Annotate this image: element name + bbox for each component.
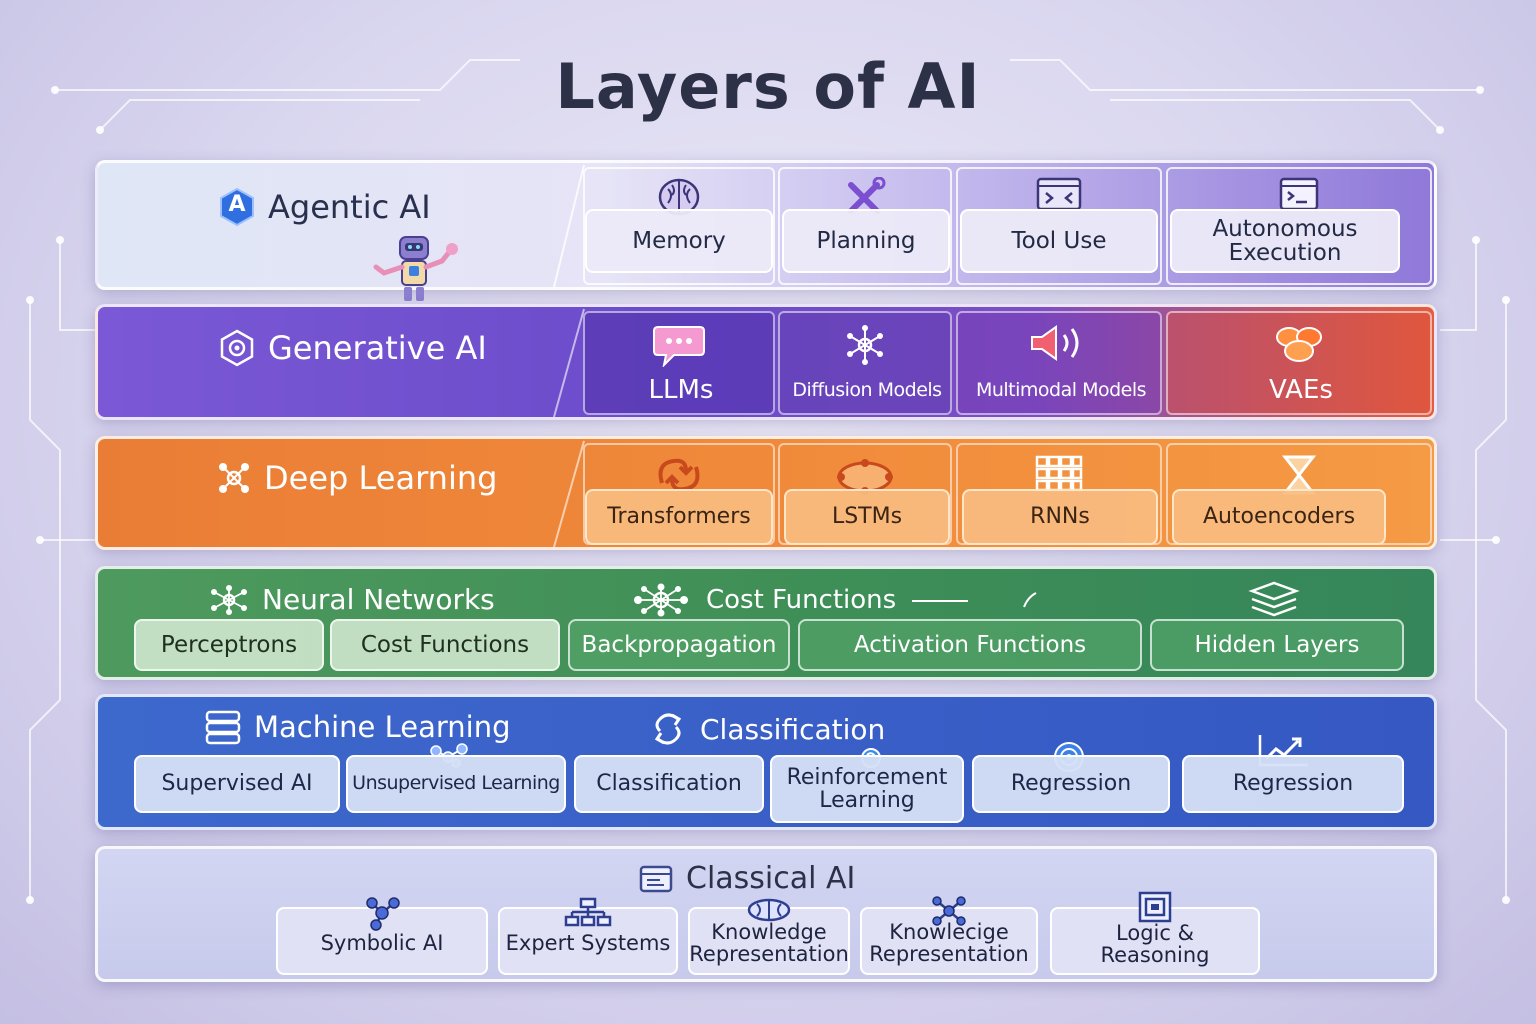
divider-slant <box>553 164 585 288</box>
neural-item-cost-functions[interactable]: Cost Functions <box>330 619 560 671</box>
layer-title-neural-networks: Neural Networks <box>208 583 495 616</box>
chat-bubble-icon <box>653 326 705 367</box>
divider-slant <box>553 440 585 548</box>
hub-nodes-icon <box>634 583 688 617</box>
agentic-badge-letter: A <box>228 192 246 217</box>
divider-slant <box>553 308 585 418</box>
layer-classical-ai: Classical AI Symbolic AI Expert Systems … <box>95 846 1437 982</box>
gear-icon <box>220 329 254 367</box>
deep-item-transformers[interactable]: Transformers <box>585 489 773 545</box>
robot-icon <box>373 236 458 301</box>
classical-item-symbolic-ai[interactable]: Symbolic AI <box>276 897 488 975</box>
layer-title-classical-ai: Classical AI <box>638 861 855 896</box>
cell-planning: Planning <box>778 167 952 285</box>
page-title: Layers of AI <box>555 50 981 123</box>
brain-outline-icon <box>747 898 791 922</box>
square-frame-icon <box>1138 891 1172 923</box>
layer-title-generative: Generative AI <box>218 329 487 367</box>
generative-item-diffusion-models[interactable]: Diffusion Models <box>778 311 952 415</box>
neural-item-activation-functions[interactable]: Activation Functions <box>798 619 1142 671</box>
cell-transformers: Transformers <box>583 443 775 545</box>
agentic-item-planning[interactable]: Planning <box>782 209 950 273</box>
grid-icon <box>1035 455 1083 492</box>
layer-title-deep-learning: Deep Learning <box>216 459 497 497</box>
terminal-icon <box>1036 177 1082 211</box>
neural-item-backpropagation[interactable]: Backpropagation <box>568 619 790 671</box>
agentic-item-tool-use[interactable]: Tool Use <box>960 209 1158 273</box>
cell-tool-use: Tool Use <box>956 167 1162 285</box>
speaker-icon <box>1031 325 1079 361</box>
layer-title-text: Neural Networks <box>262 583 495 616</box>
network-icon <box>847 325 883 365</box>
neural-item-perceptrons[interactable]: Perceptrons <box>134 619 324 671</box>
generative-item-multimodal-models[interactable]: Multimodal Models <box>956 311 1162 415</box>
cell-autoencoders: Autoencoders <box>1166 443 1432 545</box>
console-icon <box>1279 177 1319 211</box>
node-graph-icon <box>932 896 966 926</box>
layer-title-text: Agentic AI <box>268 188 431 226</box>
layer-machine-learning: Machine Learning Classification Supervis… <box>95 694 1437 830</box>
cell-autonomous: Autonomous Execution <box>1166 167 1432 285</box>
neural-subtitle: Cost Functions <box>628 583 1038 617</box>
layer-title-text: Machine Learning <box>254 710 511 744</box>
blob-cluster-icon <box>1276 327 1322 362</box>
hierarchy-icon <box>564 897 612 927</box>
layer-title-text: Classical AI <box>686 861 856 896</box>
ml-item-unsupervised-learning[interactable]: Unsupervised Learning <box>346 755 566 813</box>
ml-item-reinforcement-learning[interactable]: Reinforcement Learning <box>770 755 964 823</box>
deep-item-autoencoders[interactable]: Autoencoders <box>1172 489 1386 545</box>
neural-subtitle-text: Cost Functions <box>706 585 897 615</box>
neural-item-hidden-layers[interactable]: Hidden Layers <box>1150 619 1404 671</box>
ml-item-regression-2[interactable]: Regression <box>1182 755 1404 813</box>
ml-subtitle: Classification <box>648 709 885 749</box>
layer-neural-networks: Neural Networks Cost Functions Perceptro… <box>95 566 1437 680</box>
layer-title-agentic: A Agentic AI <box>218 187 431 227</box>
ml-item-classification[interactable]: Classification <box>574 755 764 813</box>
cycle-arrows-icon <box>654 713 682 745</box>
layer-deep-learning: Deep Learning Transformers LSTMs <box>95 436 1437 550</box>
layer-title-text: Deep Learning <box>264 459 498 497</box>
generative-item-llms[interactable]: LLMs <box>583 311 775 415</box>
generative-item-vaes[interactable]: VAEs <box>1166 311 1432 415</box>
layer-title-text: Generative AI <box>268 329 487 367</box>
cell-memory: Memory <box>583 167 775 285</box>
layer-agentic-ai: A Agentic AI Memory Plannin <box>95 160 1437 301</box>
window-card-icon <box>639 865 673 892</box>
layer-generative-ai: Generative AI LLMs Diffusion Models Mult… <box>95 304 1437 420</box>
node-cluster-icon <box>219 463 249 493</box>
subtitle-line <box>912 592 1037 608</box>
layers-icon <box>1248 581 1300 617</box>
deep-item-rnns[interactable]: RNNs <box>962 489 1158 545</box>
classical-item-knowledge-representation-2[interactable]: Knowlecige Representation <box>860 896 1038 975</box>
cell-rnns: RNNs <box>956 443 1162 545</box>
cloud-node-icon <box>837 459 893 495</box>
cell-lstms: LSTMs <box>778 443 952 545</box>
ml-subtitle-text: Classification <box>700 712 886 746</box>
neural-node-icon <box>211 584 247 615</box>
hexagon-a-icon: A <box>218 187 256 227</box>
database-icon <box>205 710 241 745</box>
deep-item-lstms[interactable]: LSTMs <box>784 489 950 545</box>
brain-icon <box>658 178 700 216</box>
molecule-icon <box>366 897 400 931</box>
ml-item-regression-1[interactable]: Regression <box>972 755 1170 813</box>
classical-item-logic-reasoning[interactable]: Logic & Reasoning <box>1050 891 1260 975</box>
layer-title-machine-learning: Machine Learning <box>204 709 511 745</box>
tools-icon <box>848 177 886 214</box>
classical-item-expert-systems[interactable]: Expert Systems <box>498 897 678 975</box>
classical-item-knowledge-representation-1[interactable]: Knowledge Representation <box>688 898 850 975</box>
ml-item-supervised-ai[interactable]: Supervised AI <box>134 755 340 813</box>
agentic-item-memory[interactable]: Memory <box>585 209 773 273</box>
agentic-item-autonomous-execution[interactable]: Autonomous Execution <box>1170 209 1400 273</box>
